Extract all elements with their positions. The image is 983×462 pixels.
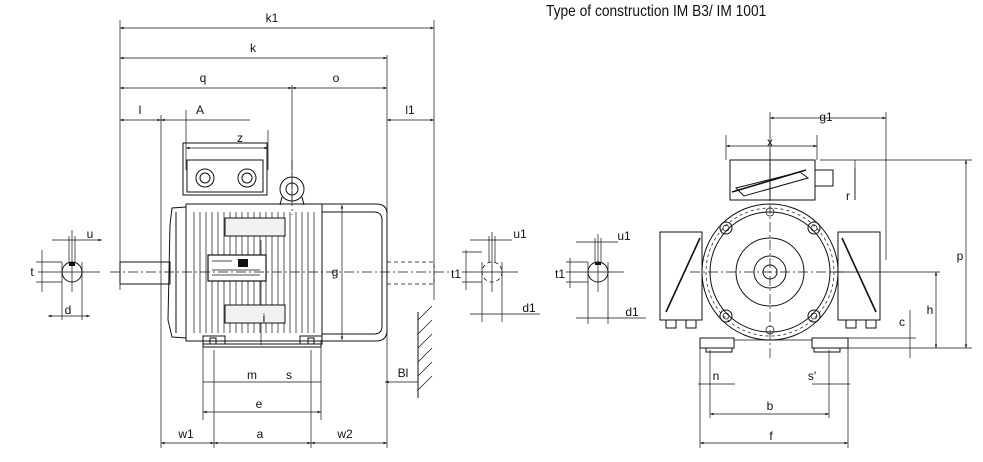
label-s-prime: s' <box>808 369 816 383</box>
label-l: l <box>139 103 142 117</box>
label-d1-left: d1 <box>522 301 536 315</box>
label-r: r <box>846 189 850 203</box>
label-h: h <box>927 303 934 317</box>
label-g1: g1 <box>819 110 833 124</box>
label-l1: l1 <box>405 103 415 117</box>
front-view <box>659 112 972 448</box>
shaft-section-d1-left <box>462 232 540 322</box>
label-d: d <box>65 303 72 317</box>
label-u1-left: u1 <box>513 227 527 241</box>
label-e: e <box>256 397 263 411</box>
label-n: n <box>713 369 720 383</box>
shaft-section-d <box>36 230 102 320</box>
label-w1: w1 <box>177 427 194 441</box>
label-f: f <box>769 429 773 443</box>
label-o: o <box>333 71 340 85</box>
label-u: u <box>87 227 94 241</box>
label-z: z <box>237 131 243 145</box>
label-u1-right: u1 <box>617 229 631 243</box>
label-d1-right: d1 <box>625 305 639 319</box>
label-a: a <box>257 427 264 441</box>
label-k1: k1 <box>266 11 279 25</box>
side-view <box>110 20 450 448</box>
label-t1-left: t1 <box>451 267 461 281</box>
label-i: i <box>263 311 266 325</box>
label-t: t <box>30 265 34 279</box>
label-m: m <box>247 368 257 382</box>
label-Bl: Bl <box>398 366 409 380</box>
label-b: b <box>767 399 774 413</box>
label-w2: w2 <box>336 427 353 441</box>
label-A: A <box>196 103 204 117</box>
label-q: q <box>200 71 207 85</box>
shaft-section-d1-right <box>566 234 646 324</box>
label-t1-right: t1 <box>555 267 565 281</box>
page-title: Type of construction IM B3/ IM 1001 <box>546 3 767 20</box>
label-p: p <box>957 249 964 263</box>
label-x: x <box>767 135 773 149</box>
label-c: c <box>899 315 905 329</box>
dimension-labels: k1 k q o l A l1 z u t d g i m s Bl e w1 … <box>30 11 963 443</box>
label-g: g <box>332 265 339 279</box>
label-k: k <box>250 41 257 55</box>
label-s: s <box>286 368 292 382</box>
